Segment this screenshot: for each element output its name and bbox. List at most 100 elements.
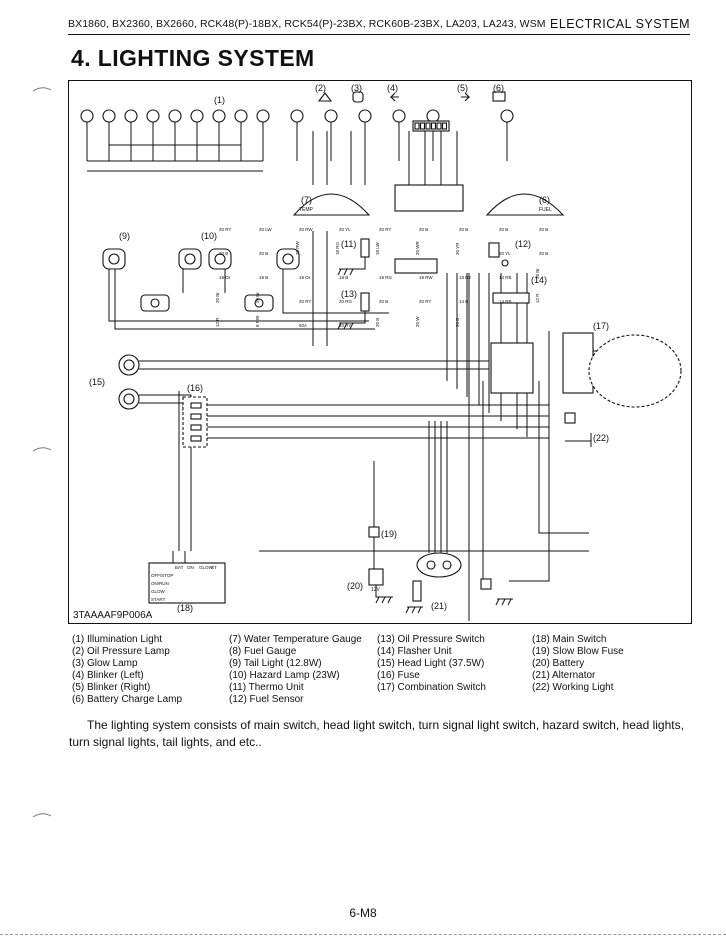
bulb-icon [123, 359, 135, 371]
battery-lamp-icon [492, 91, 506, 102]
thermo-unit [360, 238, 370, 258]
connector-pin [425, 122, 431, 130]
wire-color-label: 18 RG [379, 275, 393, 280]
ground-icon [405, 606, 423, 614]
fuse-icon [190, 424, 202, 431]
wire-color-label: 20 RW [299, 227, 313, 232]
legend-item: (2) Oil Pressure Lamp [72, 646, 170, 657]
legend-item: (20) Battery [532, 658, 585, 669]
wire-color-label: 20 Br [255, 292, 260, 303]
lamp-socket-icon [392, 109, 406, 123]
fuse-icon [190, 435, 202, 442]
glow-lamp-icon [352, 91, 364, 103]
callout-label: (6) [539, 195, 550, 205]
wire [509, 331, 550, 582]
connector-pin [441, 122, 448, 130]
wire-color-label: 20 YR [455, 242, 460, 255]
wire-color-label: 20 RY [339, 323, 351, 328]
wire-color-label: 20 B [539, 227, 548, 232]
fuel-gauge [485, 193, 565, 216]
flasher-unit [492, 292, 530, 304]
footer-rule [0, 934, 726, 935]
callout-label: (7) [301, 195, 312, 205]
wire-color-label: 12 R [535, 293, 540, 303]
fuse-icon [190, 413, 202, 420]
wire-color-label: 20 YL [339, 227, 351, 232]
fuse-icon [190, 402, 202, 409]
wire-color-label: 12 R [215, 317, 220, 327]
wire-color-label: 20 YL [499, 251, 511, 256]
callout-label: (2) [315, 83, 326, 93]
main-switch-table [148, 562, 226, 604]
legend-item: (14) Flasher Unit [377, 646, 452, 657]
oil-pressure-icon [317, 92, 333, 102]
wire-color-label: 18 B [259, 275, 268, 280]
callout-label: (20) [347, 581, 363, 591]
gauge-label-fuel: FUEL [539, 207, 552, 213]
legend-item: (19) Slow Blow Fuse [532, 646, 624, 657]
wire-color-label: 18 LW [375, 242, 380, 255]
water-temperature-gauge [292, 193, 371, 216]
wire [355, 257, 366, 270]
callout-label: (19) [381, 529, 397, 539]
wire [282, 269, 389, 314]
lamp-socket-icon [358, 109, 372, 123]
callout-label: (11) [341, 239, 356, 249]
legend-item: (4) Blinker (Left) [72, 670, 144, 681]
panel-connector [394, 184, 464, 212]
switch-table-row: ON/RUN [151, 581, 169, 586]
wire [355, 311, 366, 324]
switch-table-header: GLOW [199, 565, 214, 570]
legend-item: (18) Main Switch [532, 634, 607, 645]
callout-label: (14) [531, 275, 547, 285]
slow-blow-fuse [368, 526, 380, 538]
legend-item: (12) Fuel Sensor [229, 694, 304, 705]
wire-color-label: 18 Or [299, 275, 311, 280]
callout-label: (12) [515, 239, 531, 249]
wire-color-label: 20 B [375, 318, 380, 327]
wire-color-label: 8 RW [255, 315, 260, 327]
wire-color-label: 18 B [339, 275, 348, 280]
bulb-icon [214, 253, 226, 265]
callout-label: (22) [593, 433, 609, 443]
legend-item: (7) Water Temperature Gauge [229, 634, 362, 645]
switch-table-row: START [151, 597, 166, 602]
diagram-code: 3TAAAAF9P006A [73, 610, 153, 621]
bulb-icon [108, 253, 120, 265]
switch-table-header: ON [187, 565, 194, 570]
wire-color-label: 20 LW [259, 227, 272, 232]
wire-color-label: 18 Or [219, 275, 231, 280]
lamp-socket-icon [80, 109, 94, 123]
legend-item: (17) Combination Switch [377, 682, 486, 693]
lamp-socket-icon [290, 109, 304, 123]
lamp-socket-icon [146, 109, 160, 123]
fuel-sensor [488, 242, 500, 258]
legend-item: (13) Oil Pressure Switch [377, 634, 485, 645]
wire-color-label: 20 B [419, 227, 428, 232]
wire-color-label: 20 B [459, 227, 468, 232]
wire-color-label: 20 B [379, 299, 388, 304]
callout-label: (13) [341, 289, 357, 299]
ground-icon [337, 268, 355, 276]
page-number: 6-M8 [349, 906, 377, 920]
fuel-sensor-float [501, 259, 509, 267]
running-header: BX1860, BX2360, BX2660, RCK48(P)-18BX, R… [68, 14, 690, 35]
lamp-socket-icon [102, 109, 116, 123]
callout-label: (10) [201, 231, 217, 241]
ground-connector [480, 578, 492, 590]
lamp-socket-icon [234, 109, 248, 123]
wire-color-label: 14 RB [499, 299, 512, 304]
callout-label: (16) [187, 383, 203, 393]
combination-switch [588, 334, 682, 408]
combination-connector [490, 342, 534, 394]
legend-item: (1) Illumination Light [72, 634, 163, 645]
model-list: BX1860, BX2360, BX2660, RCK48(P)-18BX, R… [68, 18, 546, 30]
wire-color-label: 20 RY [219, 227, 231, 232]
wire [108, 269, 369, 322]
callout-label: (15) [89, 377, 105, 387]
callout-label: (1) [214, 95, 225, 105]
lamp-socket-icon [256, 109, 270, 123]
legend-item: (8) Fuel Gauge [229, 646, 297, 657]
wire-color-label: 20 Br [215, 292, 220, 303]
